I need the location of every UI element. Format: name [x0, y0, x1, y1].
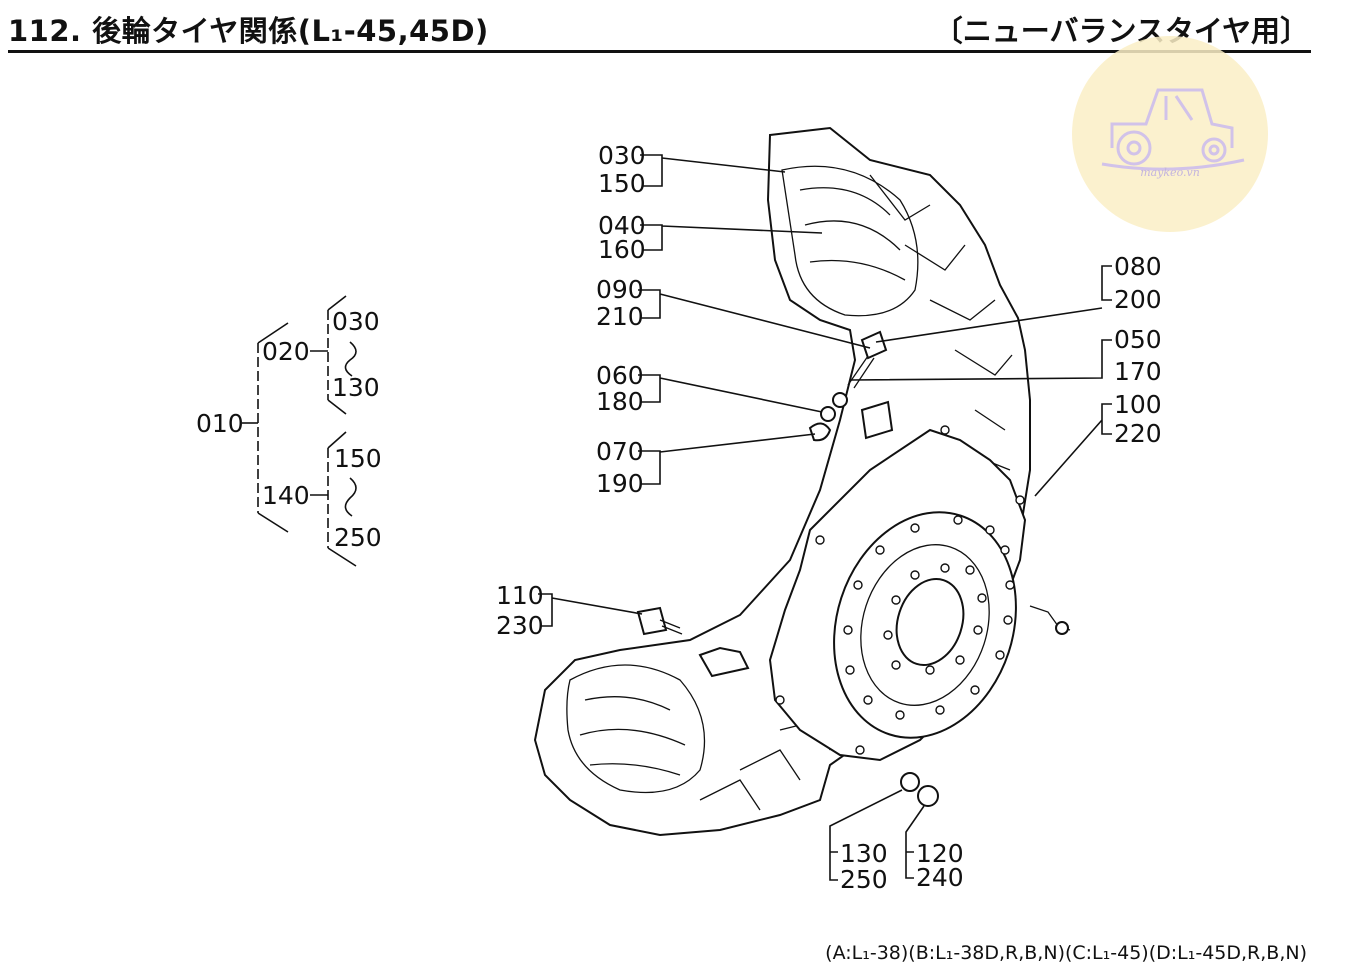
tree-range-mark-b	[344, 477, 357, 517]
tree-branch-b-bracket-ends	[327, 431, 357, 567]
tree-branch-a-label: 020	[262, 337, 310, 366]
page-title: 112. 後輪タイヤ関係(L₁-45,45D)	[8, 14, 489, 48]
tire-illustration	[533, 126, 1071, 837]
tire-tread-lugs	[869, 174, 1013, 471]
tree-branch-a-bottom: 130	[332, 373, 380, 402]
model-legend: (A:L₁-38)(B:L₁-38D,R,B,N)(C:L₁-45)(D:L₁-…	[825, 942, 1307, 964]
tree-branch-b-bottom: 250	[334, 523, 382, 552]
plug-head	[636, 606, 668, 636]
callout-190: 190	[596, 469, 644, 498]
tire-tread-bottom	[579, 696, 686, 776]
callout-100: 100	[1114, 390, 1162, 419]
callout-210: 210	[596, 302, 644, 331]
tire-bead-bottom	[566, 664, 706, 794]
tree-root-label: 010	[196, 409, 244, 438]
callout-220: 220	[1114, 419, 1162, 448]
leader-130	[829, 789, 903, 881]
leader-040	[640, 224, 823, 251]
callout-090: 090	[596, 275, 644, 304]
callout-150: 150	[598, 169, 646, 198]
header-rule	[8, 50, 1311, 53]
valve-washer	[820, 406, 836, 422]
callout-110: 110	[496, 581, 544, 610]
valve-bracket	[860, 400, 894, 440]
leader-090	[638, 289, 871, 349]
callout-120: 120	[916, 839, 964, 868]
hub-nut	[917, 785, 939, 807]
leader-120	[905, 805, 925, 879]
plug-thread	[659, 619, 683, 635]
leader-110	[538, 593, 643, 627]
leader-100	[1034, 403, 1112, 497]
callout-170: 170	[1114, 357, 1162, 386]
leader-030	[640, 154, 786, 187]
tractor-logo-icon	[1101, 88, 1245, 171]
leader-050	[849, 339, 1112, 381]
tree-branch-a-top: 030	[332, 307, 380, 336]
watermark-logo: maykeo.vn	[1072, 36, 1268, 232]
callout-160: 160	[598, 235, 646, 264]
tree-branch-b-label: 140	[262, 481, 310, 510]
valve-nut	[832, 392, 848, 408]
callout-030: 030	[598, 141, 646, 170]
callout-040: 040	[598, 211, 646, 240]
tree-root-bracket-ends	[257, 322, 289, 533]
valve-cap	[860, 330, 888, 360]
leader-080	[875, 265, 1112, 343]
parts-tree: 010 020 030 130 140 150 250	[196, 295, 382, 567]
valve-core	[808, 422, 832, 442]
wheel-bolt-holes	[775, 425, 1025, 755]
header: 112. 後輪タイヤ関係(L₁-45,45D) 〔ニューバランスタイヤ用〕	[0, 0, 1355, 60]
bottom-bracket	[698, 646, 750, 678]
wheel-hub-ring	[860, 544, 990, 706]
page-subtitle: 〔ニューバランスタイヤ用〕	[933, 14, 1309, 48]
tire-tread-top	[799, 187, 906, 281]
wheel-center-hole	[895, 578, 965, 666]
callout-180: 180	[596, 387, 644, 416]
callout-200: 200	[1114, 285, 1162, 314]
callout-050: 050	[1114, 325, 1162, 354]
leader-070	[638, 433, 816, 485]
callouts: 030 150 040 160 090 210 060 180 070 190 …	[496, 141, 1162, 894]
callout-250: 250	[840, 865, 888, 894]
callout-130: 130	[840, 839, 888, 868]
watermark-site: maykeo.vn	[1140, 166, 1200, 179]
leader-060	[638, 374, 823, 413]
hub-stud-nut	[1055, 621, 1069, 635]
callout-240: 240	[916, 863, 964, 892]
tree-branch-a-bracket-ends	[327, 295, 347, 415]
hub-washer	[900, 772, 920, 792]
callout-060: 060	[596, 361, 644, 390]
callout-080: 080	[1114, 252, 1162, 281]
callout-230: 230	[496, 611, 544, 640]
tree-branch-b-top: 150	[334, 444, 382, 473]
callout-070: 070	[596, 437, 644, 466]
tree-range-mark-a	[344, 341, 357, 377]
